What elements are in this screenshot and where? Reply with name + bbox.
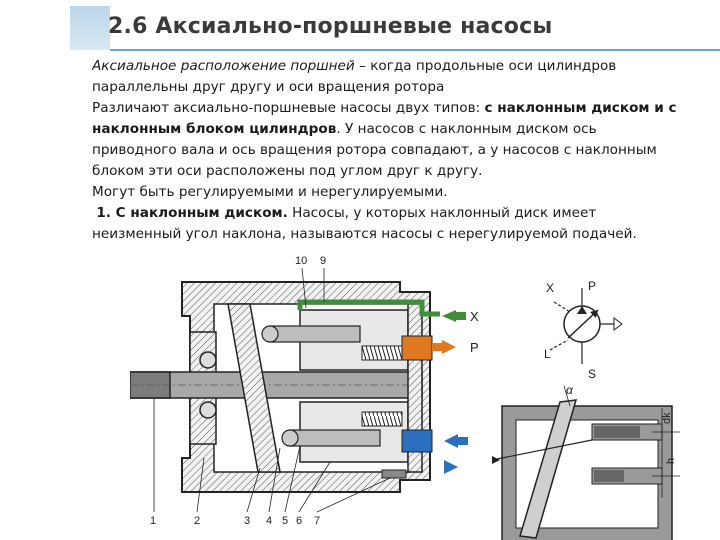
callout-4: 4 [266, 515, 272, 527]
symbol-label-x: X [546, 281, 554, 295]
body-line-4: наклонным блоком цилиндров. У насосов с … [92, 119, 718, 140]
definition-term: Аксиальное расположение поршней [92, 58, 355, 74]
spring-top [361, 345, 403, 361]
callouts-bottom: 1 2 3 4 5 6 7 [150, 398, 391, 527]
callout-2: 2 [194, 515, 200, 527]
title-underline [110, 49, 720, 51]
body-line-4-bold: наклонным блоком цилиндров [92, 121, 337, 137]
pump-figure: X P 10 9 1 2 3 4 5 6 7 [130, 248, 720, 540]
port-label-x: X [470, 309, 479, 324]
spring-bottom [361, 411, 403, 427]
symbol-label-p: P [588, 279, 596, 293]
dim-label-alpha: α [566, 383, 574, 397]
body-line-3-plain: Различают аксиально-поршневые насосы дву… [92, 100, 485, 116]
body-line-3-bold: с наклонным диском и с [484, 100, 677, 116]
callout-3: 3 [244, 515, 250, 527]
bearing-ball-top [199, 351, 217, 369]
port-arrows: X P [432, 309, 479, 474]
callout-10: 10 [295, 255, 307, 267]
callouts-top: 10 9 [295, 255, 326, 309]
body-line-5: приводного вала и ось вращения ротора со… [92, 142, 657, 158]
piston-bottom [289, 429, 381, 447]
arrow-s [444, 434, 458, 448]
dim-label-dk: dk [661, 412, 673, 424]
piston-shoe-bottom [281, 429, 299, 447]
slide-title: 2.6 Аксиально-поршневые насосы [108, 14, 553, 39]
piston-shoe-top [261, 325, 279, 343]
control-channel-green [297, 299, 440, 317]
body-line-8-rest: Насосы, у которых наклонный диск имеет [287, 205, 597, 221]
swash-plate [227, 303, 281, 473]
pump-drawing: X P 10 9 1 2 3 4 5 6 7 [130, 255, 680, 540]
body-line-8-bold: 1. С наклонным диском. [96, 205, 288, 221]
hydraulic-symbol: X P L S [544, 279, 623, 381]
schematic-swash-plate [519, 399, 578, 539]
body-line-9: неизменный угол наклона, называются насо… [92, 226, 637, 242]
body-text: Аксиальное расположение поршней – когда … [92, 56, 718, 245]
callout-5: 5 [282, 515, 288, 527]
body-line-3: Различают аксиально-поршневые насосы дву… [92, 98, 718, 119]
callout-1: 1 [150, 515, 156, 527]
body-line-2: параллельны друг другу и оси вращения ро… [92, 79, 445, 95]
symbol-label-l: L [544, 347, 551, 361]
callout-9: 9 [320, 255, 326, 267]
pressure-channel-orange [401, 335, 433, 361]
callout-7: 7 [314, 515, 320, 527]
pump-cross-section [130, 281, 440, 493]
schematic-shaft [491, 439, 593, 461]
port-label-p: P [470, 340, 479, 355]
piston-top [269, 325, 361, 343]
body-line-1: Аксиальное расположение поршней – когда … [92, 56, 718, 77]
callout-6: 6 [296, 515, 302, 527]
title-accent-block [70, 6, 110, 50]
arrow-p [442, 340, 456, 354]
symbol-label-s: S [588, 367, 596, 381]
body-line-8: 1. С наклонным диском. Насосы, у которых… [92, 203, 718, 224]
body-line-7: Могут быть регулируемыми и нерегулируемы… [92, 184, 448, 200]
suction-channel-blue [401, 429, 433, 453]
body-line-1-rest: – когда продольные оси цилиндров [354, 58, 617, 74]
bearing-ball-bottom [199, 401, 217, 419]
dim-label-h: h [665, 458, 677, 464]
arrow-x [442, 310, 456, 322]
body-line-6: блоком эти оси расположены под углом дру… [92, 163, 483, 179]
body-line-4-rest: . У насосов с наклонным диском ось [336, 121, 597, 137]
slide-title-bar: 2.6 Аксиально-поршневые насосы [70, 6, 720, 51]
schematic-principle: α dk h [491, 383, 680, 540]
